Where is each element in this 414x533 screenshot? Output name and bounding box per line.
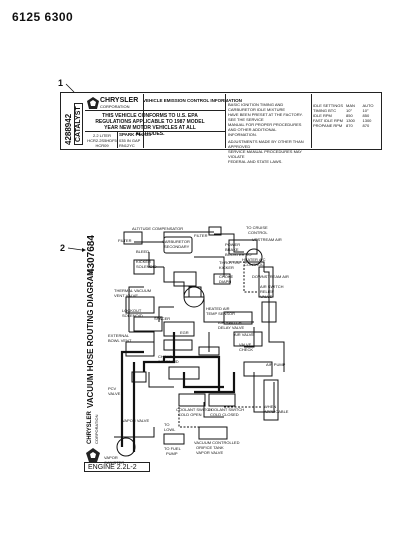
filter-label-2: FILTER bbox=[194, 233, 208, 238]
choke-2-label: CHOKE bbox=[158, 354, 173, 359]
heater-ac-label: HEATER A/C bbox=[242, 257, 266, 262]
relief-valve-label: VALVE bbox=[260, 294, 273, 299]
solenoid-label: SOLENOID bbox=[136, 264, 157, 269]
to-cruise-label: TO CRUISE bbox=[246, 225, 268, 230]
air-pump-label: AIR PUMP bbox=[266, 362, 286, 367]
to-lowl-label: TO bbox=[164, 422, 170, 427]
cold-open-label: COLD OPEN bbox=[178, 412, 202, 417]
spark-plugs-header: SPARK PLUGS bbox=[119, 132, 152, 137]
pentastar-icon bbox=[86, 448, 100, 462]
vacuum-hose-diagram bbox=[114, 226, 285, 457]
downstream-air-label: DOWNSTREAM AIR bbox=[252, 274, 289, 279]
pcv-label: PCV bbox=[108, 386, 117, 391]
air-switch-2-label: AIR SWITCH bbox=[218, 320, 242, 325]
vent-valve-label: VENT VALVE bbox=[114, 293, 139, 298]
air-valve-label: AIR VALVE bbox=[234, 332, 255, 337]
heater-control-label: CONTROL bbox=[244, 262, 264, 267]
thermal-vacuum-label: THERMAL VACUUM bbox=[114, 288, 152, 293]
lockout-label: LOCKOUT bbox=[122, 308, 142, 313]
emission-label: 4288942 CATALYST CHRYSLER CORPORATION VE… bbox=[60, 92, 382, 164]
vapor-label: VAPOR bbox=[104, 455, 118, 460]
carburetor-secondary-label: CARBURETOR bbox=[162, 239, 190, 244]
cruise-control-label: CONTROL bbox=[248, 230, 268, 235]
cold-closed-label: COLD CLOSED bbox=[210, 412, 239, 417]
vapor-valve-2-label: VAPOR VALVE bbox=[122, 418, 150, 423]
vacuum-corp: CORPORATION bbox=[94, 414, 99, 444]
emission-part-number: 4288942 bbox=[64, 113, 73, 145]
lockout-solenoid-label: SOLENOID bbox=[122, 313, 143, 318]
vacuum-diagram-title: VACUUM HOSE ROUTING DIAGRAM bbox=[86, 269, 95, 408]
upstream-air-label: UPSTREAM AIR bbox=[252, 237, 282, 242]
bowl-vent-label: BOWL VENT bbox=[108, 338, 132, 343]
choke-solenoid-label: SOLENOID bbox=[158, 359, 179, 364]
lowl-label: LOWL bbox=[164, 427, 176, 432]
bleed-label: BLEED bbox=[136, 249, 150, 254]
choke-label: CHOKE bbox=[219, 274, 234, 279]
heated-air-label: HEATED AIR bbox=[206, 306, 230, 311]
booster-label: BOOSTER bbox=[225, 252, 245, 257]
throttle-kicker-label: KICKER bbox=[219, 265, 234, 270]
emission-header: VEHICLE EMISSION CONTROL INFORMATION bbox=[143, 98, 242, 103]
vacuum-controlled-label: VACUUM CONTROLLED bbox=[194, 440, 240, 445]
catalyst-label: CATALYST bbox=[74, 103, 83, 145]
air-switch-label: AIR SWITCH bbox=[260, 284, 284, 289]
check-valve-label: VALVE bbox=[239, 342, 252, 347]
coolant-switch-1-label: COOLANT SWITCH bbox=[176, 407, 213, 412]
external-label: EXTERNAL bbox=[108, 333, 130, 338]
to-fuel-label: TO FUEL bbox=[164, 446, 181, 451]
page-part-numbers: 6125 6300 bbox=[12, 10, 74, 24]
emission-corp: CORPORATION bbox=[100, 104, 130, 109]
spark-plugs-cell: 035 IN GAP RN12YC bbox=[119, 138, 141, 148]
vacuum-brand: CHRYSLER bbox=[87, 411, 93, 444]
engine-family-cell: 2.2 LITER HCR2.2S5HDF5 HCR09 bbox=[87, 133, 117, 148]
brake-label: BRAKE bbox=[225, 247, 239, 252]
service-notes: BASIC IGNITION TIMING AND CARBURETOR IDL… bbox=[228, 102, 304, 164]
engine-box: ENGINE 2.2L-2 bbox=[84, 462, 150, 472]
check-label: CHECK bbox=[239, 347, 254, 352]
callout-1: 1 bbox=[58, 78, 64, 88]
canister-label: CANISTER bbox=[104, 460, 125, 465]
secondary-label: SECONDARY bbox=[164, 244, 190, 249]
pentastar-icon bbox=[87, 97, 99, 109]
egr-label: EGR bbox=[180, 330, 189, 335]
throttle-label: THROTTLE bbox=[219, 260, 241, 265]
orifice-tank-label: ORIFICE TANK bbox=[196, 445, 224, 450]
legend-label: WHEN APPLICABLE bbox=[264, 404, 289, 414]
spacer-label: SPACER bbox=[154, 316, 171, 321]
relief-label: RELIEF bbox=[260, 289, 275, 294]
temp-sensor-label: TEMP SENSOR bbox=[206, 311, 236, 316]
callout-2: 2 bbox=[60, 243, 66, 253]
kicker-label: KICKER bbox=[136, 259, 151, 264]
power-label: POWER bbox=[225, 242, 241, 247]
emission-brand: CHRYSLER bbox=[100, 97, 139, 104]
vapor-valve-label: VAPOR VALVE bbox=[196, 450, 224, 455]
to-heater-label: TO bbox=[246, 252, 252, 257]
altitude-compensator-label: ALTITUDE COMPENSATOR bbox=[132, 226, 184, 231]
fuel-pump-label: PUMP bbox=[166, 451, 178, 456]
filter-label-1: FILTER bbox=[118, 238, 132, 243]
delay-valve-label: DELAY VALVE bbox=[218, 325, 245, 330]
conformity-text: THIS VEHICLE CONFORMS TO U.S. EPA REGULA… bbox=[95, 113, 205, 137]
pcv-valve-label: VALVE bbox=[108, 391, 121, 396]
legend-dash-line bbox=[224, 406, 262, 408]
diaph-label: DIAPH bbox=[219, 279, 232, 284]
coolant-switch-2-label: COOLANT SWITCH bbox=[208, 407, 245, 412]
vacuum-diagram-label: 4307684 VACUUM HOSE ROUTING DIAGRAM CHRY… bbox=[84, 212, 294, 474]
